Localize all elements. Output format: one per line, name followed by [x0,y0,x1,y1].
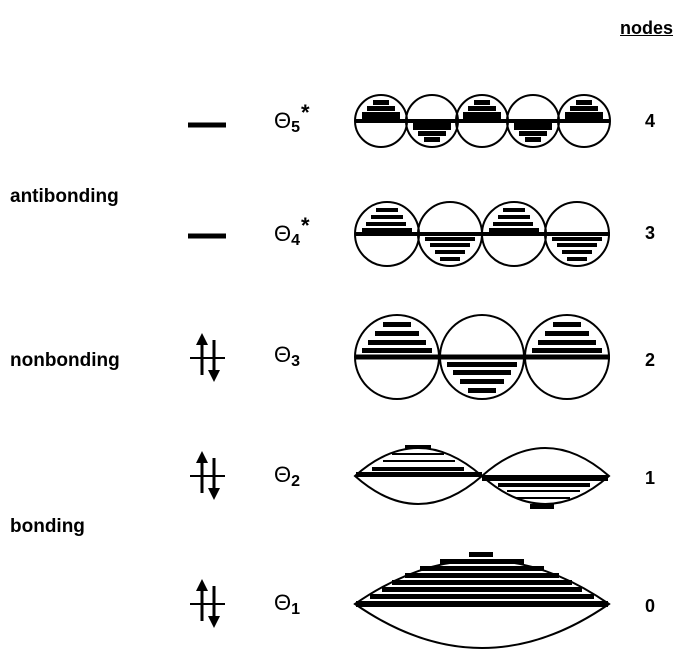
category-bonding: bonding [10,516,85,537]
orbital-theta3-lobes [354,314,610,400]
orbital-label-theta4: Θ4* [274,213,310,249]
electron-pair-theta3 [190,333,225,382]
nodes-header: nodes [620,18,674,38]
node-count-theta1: 0 [645,596,656,616]
orbital-label-theta3: Θ3 [274,342,301,370]
node-count-theta2: 1 [645,468,656,488]
orbital-theta5-lobes [354,94,611,148]
orbital-theta4-lobes [354,201,610,267]
orbital-theta1-lobes [353,552,611,649]
node-count-theta4: 3 [645,223,656,243]
node-count-theta5: 4 [645,111,656,131]
orbital-theta2-lobes [353,445,611,509]
orbital-label-theta2: Θ2 [274,462,301,490]
orbital-label-theta5: Θ5* [274,100,310,136]
orbital-label-theta1: Θ1 [274,590,301,618]
electron-pair-theta1 [190,579,225,628]
category-antibonding: antibonding [10,186,119,207]
node-count-theta3: 2 [645,350,656,370]
electron-pair-theta2 [190,451,225,500]
category-nonbonding: nonbonding [10,350,120,371]
